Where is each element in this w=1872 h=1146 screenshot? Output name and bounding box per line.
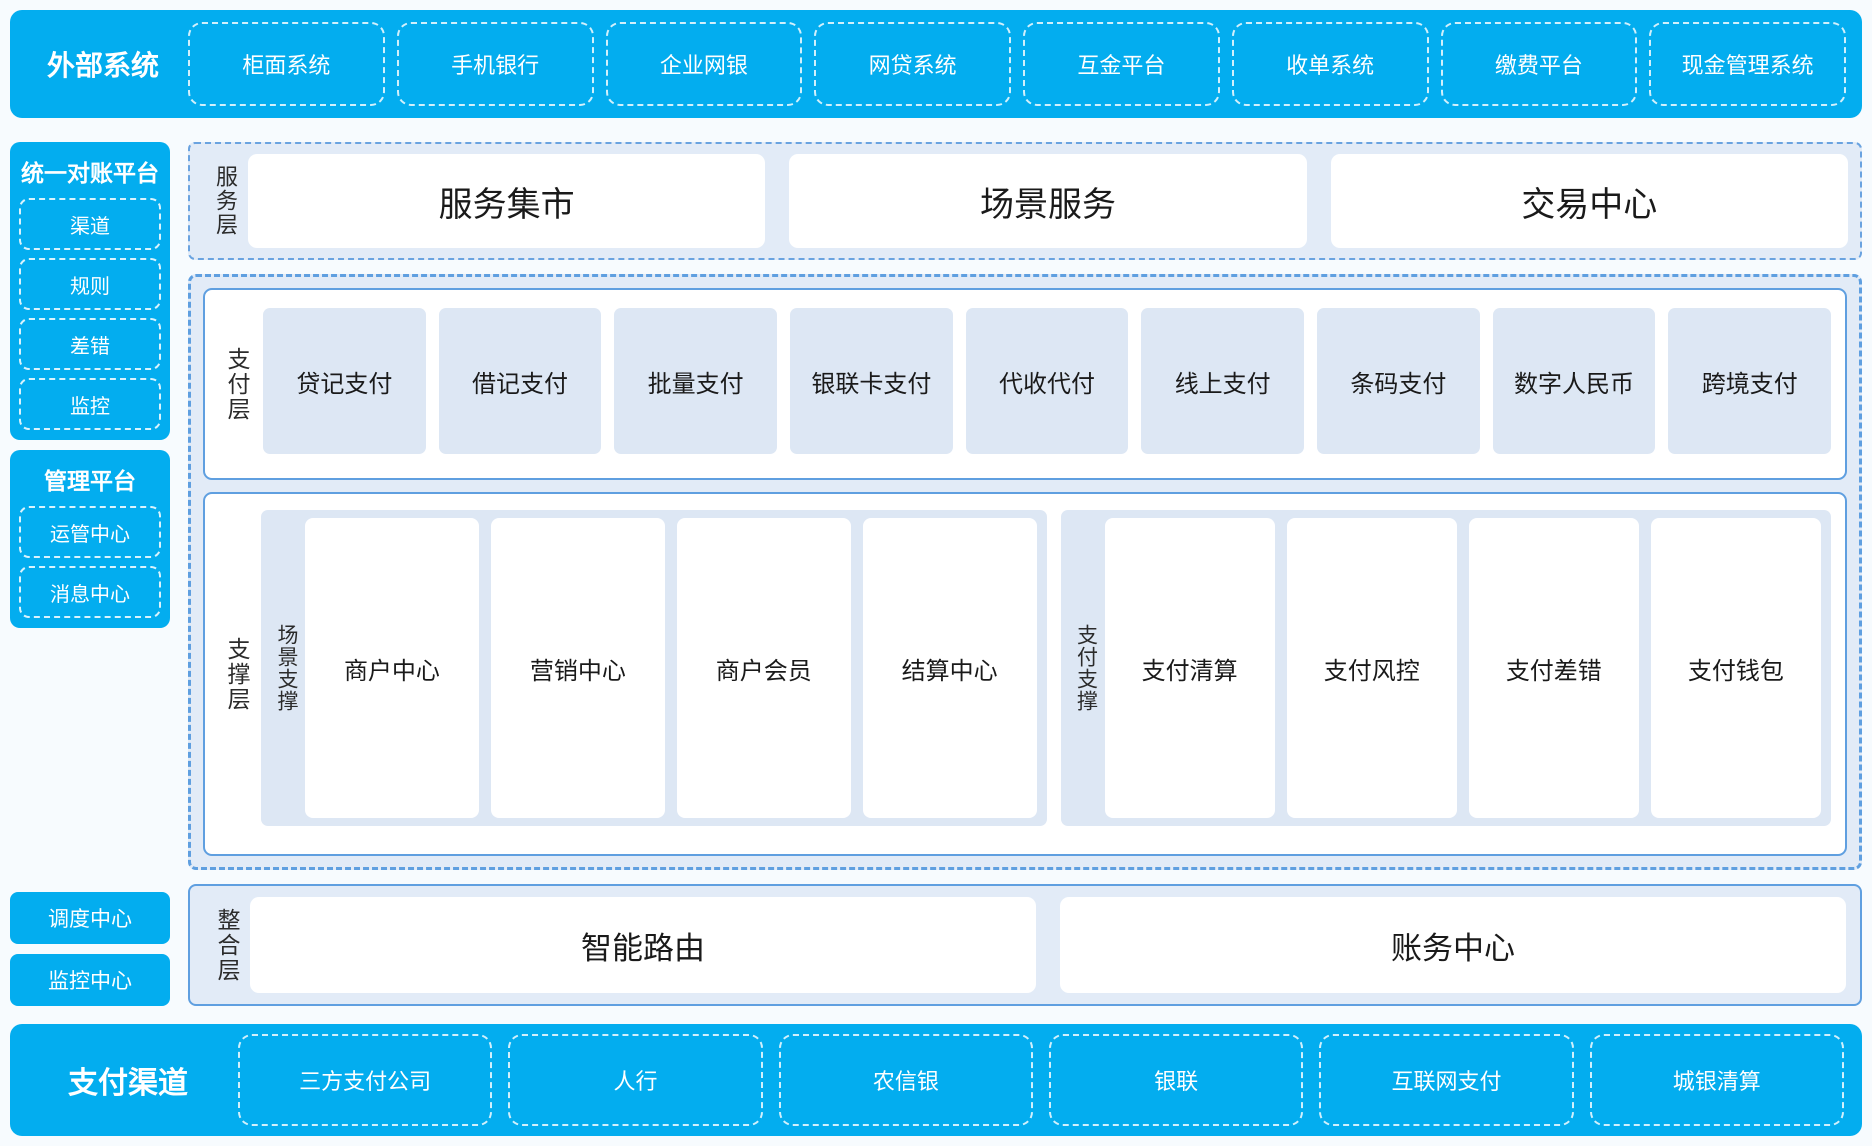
rail-item-monitor-center[interactable]: 监控中心 (10, 954, 170, 1006)
payment-channel-unionpay[interactable]: 银联 (1048, 1034, 1304, 1126)
support-card-merchant-center[interactable]: 商户中心 (305, 518, 479, 818)
integration-layer-label: 整合层 (214, 907, 240, 983)
rail-item-rule[interactable]: 规则 (19, 258, 161, 310)
payment-tile-unionpay-card[interactable]: 银联卡支付 (790, 308, 953, 454)
support-layer: 支撑层 场景支撑 商户中心 营销中心 商户会员 结算中心 (203, 492, 1847, 856)
core-layers-container: 支付层 贷记支付 借记支付 批量支付 银联卡支付 代收代付 线上支付 条码支付 … (188, 274, 1862, 870)
payment-tile-online[interactable]: 线上支付 (1141, 308, 1305, 454)
payment-tile-batch[interactable]: 批量支付 (614, 308, 778, 454)
support-group-scenario-cards: 商户中心 营销中心 商户会员 结算中心 (305, 518, 1037, 818)
payment-channels-band: 支付渠道 三方支付公司 人行 农信银 银联 互联网支付 城银清算 (10, 1024, 1862, 1136)
rail-item-channel[interactable]: 渠道 (19, 198, 161, 250)
payment-channel-cityclearing[interactable]: 城银清算 (1589, 1034, 1844, 1126)
support-layer-label: 支撑层 (224, 636, 250, 712)
support-layer-groups: 场景支撑 商户中心 营销中心 商户会员 结算中心 支付支撑 支付清算 (259, 504, 1831, 844)
payment-layer: 支付层 贷记支付 借记支付 批量支付 银联卡支付 代收代付 线上支付 条码支付 … (203, 288, 1847, 480)
payment-tile-credit[interactable]: 贷记支付 (263, 308, 426, 454)
middle-region: 统一对账平台 渠道 规则 差错 监控 管理平台 运管中心 消息中心 调度中心 监… (10, 142, 1862, 1006)
payment-tile-cross-border[interactable]: 跨境支付 (1668, 308, 1832, 454)
support-group-payment-label: 支付支撑 (1074, 624, 1098, 712)
payment-channel-pboc[interactable]: 人行 (508, 1034, 763, 1126)
payment-tile-debit[interactable]: 借记支付 (438, 308, 602, 454)
payment-channel-third-party[interactable]: 三方支付公司 (238, 1034, 493, 1126)
support-card-marketing-center[interactable]: 营销中心 (490, 518, 665, 818)
service-layer-label: 服务层 (213, 165, 238, 237)
support-card-payment-wallet[interactable]: 支付钱包 (1650, 518, 1821, 818)
rail-item-monitor[interactable]: 监控 (19, 378, 161, 430)
support-group-payment: 支付支撑 支付清算 支付风控 支付差错 支付钱包 (1060, 510, 1831, 826)
payment-tile-barcode[interactable]: 条码支付 (1317, 308, 1480, 454)
payment-layer-label: 支付层 (224, 346, 250, 422)
integration-card-smart-routing[interactable]: 智能路由 (250, 897, 1036, 993)
integration-layer-cards: 智能路由 账务中心 (250, 897, 1846, 993)
support-group-scenario: 场景支撑 商户中心 营销中心 商户会员 结算中心 (261, 510, 1047, 826)
external-system-chip[interactable]: 收单系统 (1231, 22, 1429, 106)
external-system-chip[interactable]: 网贷系统 (814, 22, 1011, 106)
payment-channel-rcc[interactable]: 农信银 (778, 1034, 1033, 1126)
payment-channels-title: 支付渠道 (68, 1067, 188, 1100)
payment-channels-items: 三方支付公司 人行 农信银 银联 互联网支付 城银清算 (238, 1034, 1844, 1126)
service-card-transaction[interactable]: 交易中心 (1330, 154, 1848, 248)
recon-platform-title: 统一对账平台 (21, 160, 159, 186)
service-card-marketplace[interactable]: 服务集市 (248, 154, 766, 248)
external-system-chip[interactable]: 互金平台 (1023, 22, 1220, 106)
rail-item-error[interactable]: 差错 (19, 318, 161, 370)
layer-stack: 服务层 服务集市 场景服务 交易中心 支付层 贷记支付 借记支付 批量支付 银联… (188, 142, 1862, 1006)
support-group-scenario-label: 场景支撑 (275, 624, 298, 712)
external-systems-items: 柜面系统 手机银行 企业网银 网贷系统 互金平台 收单系统 缴费平台 现金管理系… (188, 22, 1846, 106)
support-card-payment-clearing[interactable]: 支付清算 (1104, 518, 1275, 818)
rail-item-ops-center[interactable]: 运管中心 (19, 506, 161, 558)
support-card-payment-risk[interactable]: 支付风控 (1286, 518, 1457, 818)
admin-platform-title: 管理平台 (44, 468, 136, 494)
service-layer-cards: 服务集市 场景服务 交易中心 (248, 154, 1848, 248)
external-system-chip[interactable]: 缴费平台 (1440, 22, 1638, 106)
payment-tile-collect-pay[interactable]: 代收代付 (965, 308, 1129, 454)
payment-channel-internet[interactable]: 互联网支付 (1319, 1034, 1574, 1126)
payment-layer-tiles: 贷记支付 借记支付 批量支付 银联卡支付 代收代付 线上支付 条码支付 数字人民… (259, 300, 1832, 468)
support-card-settlement-center[interactable]: 结算中心 (862, 518, 1037, 818)
integration-card-accounting-center[interactable]: 账务中心 (1060, 897, 1846, 993)
external-systems-band: 外部系统 柜面系统 手机银行 企业网银 网贷系统 互金平台 收单系统 缴费平台 … (10, 10, 1862, 118)
rail-item-scheduler-center[interactable]: 调度中心 (10, 892, 170, 944)
payment-tile-digital-rmb[interactable]: 数字人民币 (1492, 308, 1656, 454)
service-card-scenario[interactable]: 场景服务 (789, 154, 1307, 248)
external-system-chip[interactable]: 企业网银 (605, 22, 803, 106)
support-card-merchant-member[interactable]: 商户会员 (676, 518, 851, 818)
service-layer: 服务层 服务集市 场景服务 交易中心 (188, 142, 1862, 260)
external-system-chip[interactable]: 现金管理系统 (1649, 22, 1846, 106)
integration-layer: 整合层 智能路由 账务中心 (188, 884, 1862, 1006)
support-card-payment-error[interactable]: 支付差错 (1468, 518, 1639, 818)
rail-spacer (10, 638, 170, 882)
admin-platform-card: 管理平台 运管中心 消息中心 (10, 450, 170, 628)
support-group-payment-cards: 支付清算 支付风控 支付差错 支付钱包 (1104, 518, 1821, 818)
left-rail: 统一对账平台 渠道 规则 差错 监控 管理平台 运管中心 消息中心 调度中心 监… (10, 142, 170, 1006)
external-systems-title: 外部系统 (46, 50, 159, 81)
rail-item-message-center[interactable]: 消息中心 (19, 566, 161, 618)
external-system-chip[interactable]: 柜面系统 (188, 22, 385, 106)
recon-platform-card: 统一对账平台 渠道 规则 差错 监控 (10, 142, 170, 440)
external-system-chip[interactable]: 手机银行 (396, 22, 594, 106)
